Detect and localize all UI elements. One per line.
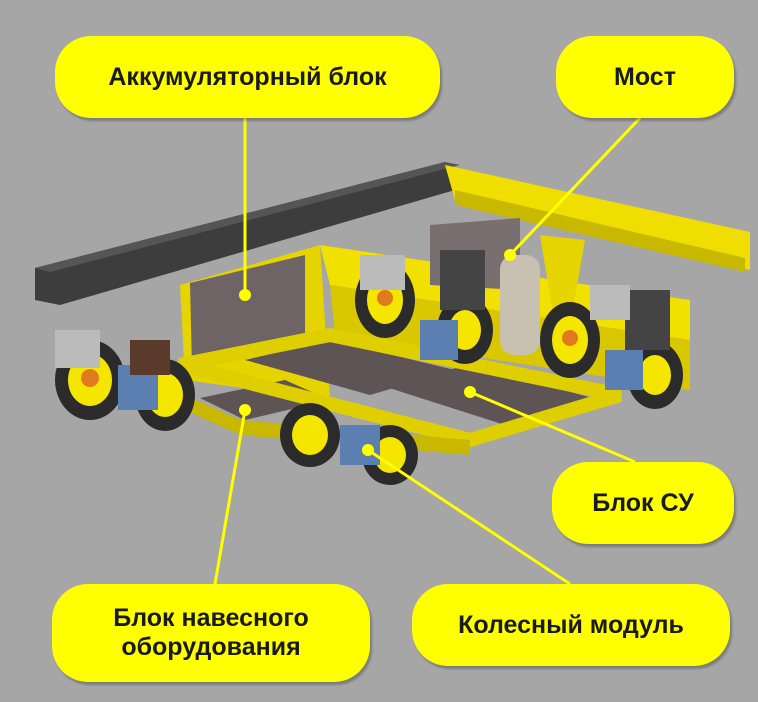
motors — [55, 250, 670, 465]
label-battery-block-text: Аккумуляторный блок — [108, 62, 387, 91]
label-control-block-text: Блок СУ — [592, 488, 694, 517]
callout-dots — [239, 249, 516, 456]
label-bridge-text: Мост — [614, 62, 676, 91]
label-attachment-block: Блок навесного оборудования — [52, 584, 370, 682]
label-wheel-module-text: Колесный модуль — [458, 610, 684, 639]
label-control-block: Блок СУ — [552, 462, 734, 544]
label-wheel-module: Колесный модуль — [412, 584, 730, 666]
label-attachment-block-text: Блок навесного оборудования — [113, 604, 309, 661]
callout-lines — [213, 116, 642, 586]
label-bridge: Мост — [556, 36, 734, 118]
label-battery-block: Аккумуляторный блок — [55, 36, 440, 118]
